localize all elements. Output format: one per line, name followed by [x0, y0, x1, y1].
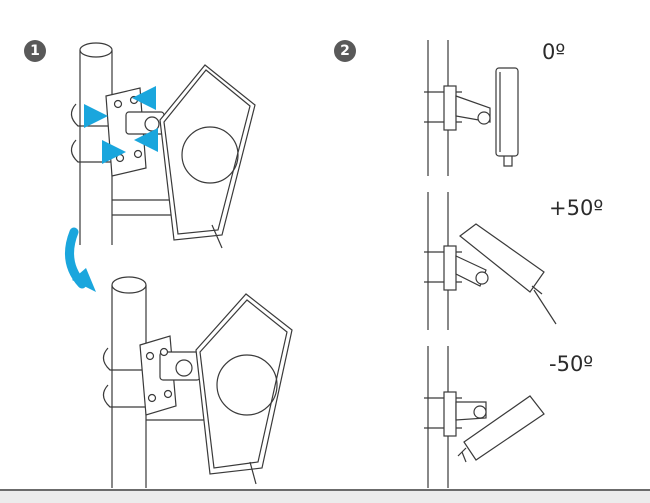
pole-top — [79, 42, 113, 58]
step-2-badge: 2 — [334, 40, 356, 62]
tilt-0-illustration — [424, 40, 519, 176]
nut — [133, 149, 143, 159]
nut — [115, 153, 125, 163]
bracket-plate — [443, 391, 457, 437]
u-bolt-lower — [102, 384, 146, 408]
nut — [129, 95, 139, 105]
nut — [159, 347, 169, 357]
nut — [147, 393, 157, 403]
antenna-logo-ring — [181, 126, 239, 184]
antenna-cable — [533, 289, 557, 325]
antenna-panel — [459, 223, 545, 293]
nut — [163, 389, 173, 399]
antenna-logo-ring — [216, 354, 278, 416]
antenna-bottom-cable — [211, 224, 223, 249]
u-bolt-upper — [102, 347, 146, 371]
bracket-knob — [475, 271, 489, 285]
antenna-panel — [195, 293, 293, 475]
nut — [145, 351, 155, 361]
pole — [111, 285, 147, 488]
antenna-face — [199, 299, 288, 469]
angle-label-minus-50: -50º — [549, 352, 594, 376]
bottom-divider — [0, 489, 650, 491]
antenna-panel — [463, 395, 545, 461]
pole — [79, 50, 113, 245]
angle-label-0: 0º — [542, 40, 566, 64]
tilt-minus-50-illustration — [424, 346, 545, 488]
step-1-badge: 1 — [24, 40, 46, 62]
pole-top — [111, 276, 147, 294]
antenna-connector — [531, 285, 543, 295]
bracket-knob — [144, 116, 160, 132]
antenna-connector — [503, 156, 513, 167]
antenna-face — [163, 69, 251, 235]
antenna-cable — [461, 451, 467, 463]
nut — [113, 99, 123, 109]
bottom-band — [0, 491, 650, 503]
bracket-plate — [443, 85, 457, 131]
curved-arrow-head — [72, 268, 96, 292]
step-1-top-illustration — [70, 42, 256, 249]
bracket-knob — [175, 359, 193, 377]
u-bolt-lower — [70, 139, 112, 163]
bracket-plate — [443, 245, 457, 291]
tilt-plus-50-illustration — [424, 192, 557, 330]
u-bolt-upper — [70, 103, 112, 127]
bracket-knob — [473, 405, 487, 419]
step-1-bottom-illustration — [102, 276, 293, 488]
bracket-knob — [477, 111, 491, 125]
antenna-bottom-cable — [249, 461, 257, 485]
antenna-panel — [495, 67, 519, 157]
antenna-panel — [159, 64, 256, 241]
angle-label-plus-50: +50º — [549, 196, 604, 220]
